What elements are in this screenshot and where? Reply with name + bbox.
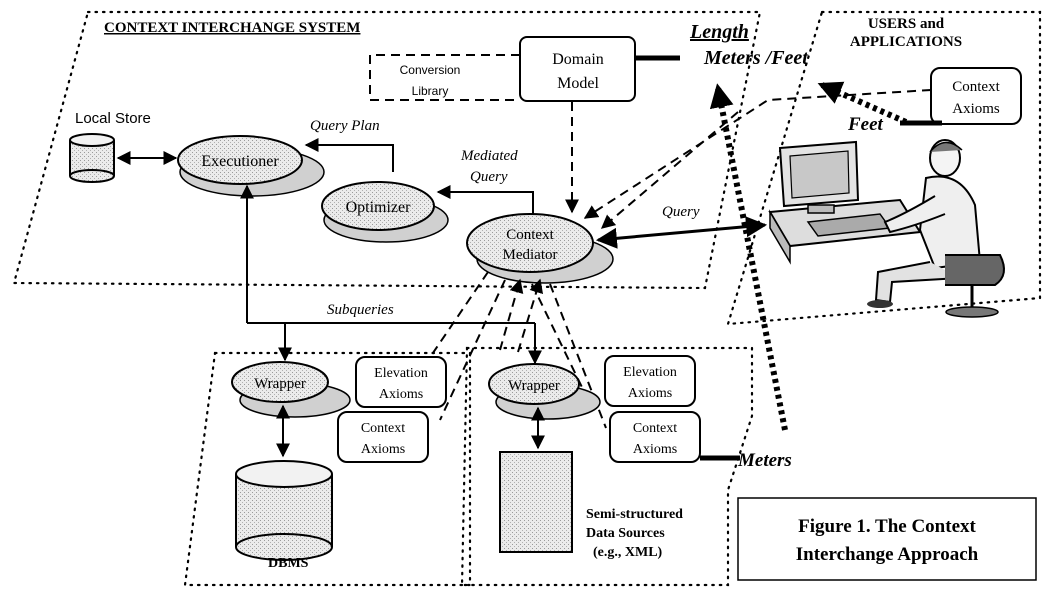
user-workstation-illustration (768, 139, 1005, 318)
wrapper1-node (231, 361, 329, 403)
elevation-axioms1-line2: Axioms (379, 387, 423, 402)
mediated-query-line1: Mediated (460, 148, 518, 164)
optimizer-label: Optimizer (346, 199, 412, 216)
users-applications-region (726, 10, 1042, 326)
feet-label: Feet (847, 114, 884, 135)
length-label: Length (689, 21, 749, 43)
user-context-axioms-box (930, 67, 1022, 125)
wrapper2-label: Wrapper (508, 378, 560, 394)
context-mediator-node (466, 213, 594, 273)
figure-caption-line2: Interchange Approach (796, 544, 979, 565)
sources-to-mediator-up1 (499, 278, 524, 351)
user-context-axioms-line2: Axioms (952, 101, 1000, 117)
meters-label: Meters (737, 450, 792, 471)
figure-caption-line1: Figure 1. The Context (798, 516, 976, 537)
domain-model-line2: Model (557, 75, 599, 92)
semi-structured-document (499, 451, 573, 553)
sources-to-mediator-up2 (517, 278, 544, 353)
domain-model-line1: Domain (552, 51, 604, 68)
context-axioms2-line1: Context (633, 421, 677, 436)
optimizer-to-executioner-arrow (304, 138, 394, 172)
figure-caption-box (737, 497, 1037, 581)
context-mediator-line1: Context (506, 227, 554, 243)
mediator-to-context-axioms1 (439, 279, 506, 421)
wrapper1-label: Wrapper (254, 376, 306, 392)
conversion-library-line1: Conversion (400, 63, 461, 77)
semi-structured-line1: Semi-structured (586, 507, 683, 522)
users-title-line2: APPLICATIONS (850, 34, 962, 50)
context-axioms1-box (337, 411, 429, 463)
units-label: Meters /Feet (703, 47, 809, 69)
elevation-axioms2-line1: Elevation (623, 365, 677, 380)
users-title-line1: USERS and (868, 16, 945, 32)
context-mediator-line2: Mediator (503, 247, 558, 263)
elevation-axioms1-line1: Elevation (374, 366, 428, 381)
mediator-to-optimizer-arrow (436, 185, 534, 215)
conversion-library-outline (369, 54, 520, 101)
conversion-library-line2: Library (412, 84, 449, 98)
local-store-cylinder (69, 133, 115, 183)
query-label: Query (662, 204, 700, 220)
query-arrow (595, 216, 768, 249)
user-context-axioms-line1: Context (952, 79, 1000, 95)
context-axioms1-line2: Axioms (361, 442, 405, 457)
dbms-cylinder (235, 460, 333, 561)
dbms-label: DBMS (268, 556, 309, 571)
executioner-node (177, 135, 303, 185)
meters-to-units-arrow (709, 83, 788, 431)
dbms-source-region (183, 351, 472, 587)
mediator-to-elevation-axioms1 (419, 271, 489, 373)
context-axioms2-line2: Axioms (633, 442, 677, 457)
context-axioms1-line1: Context (361, 421, 405, 436)
context-interchange-region (12, 10, 762, 290)
semi-structured-source-region (460, 346, 754, 587)
subqueries-label: Subqueries (327, 302, 394, 318)
domain-model-box (519, 36, 636, 102)
elevation-axioms1-box (355, 356, 447, 408)
semi-structured-line2: Data Sources (586, 526, 665, 541)
elevation-axioms2-box (604, 355, 696, 407)
context-axioms2-box (609, 411, 701, 463)
mediator-to-elevation-axioms2 (531, 283, 593, 409)
system-title: CONTEXT INTERCHANGE SYSTEM (104, 20, 360, 36)
wrapper2-node (488, 363, 580, 405)
executioner-label: Executioner (201, 153, 279, 170)
mediated-query-line2: Query (470, 169, 508, 185)
query-plan-label: Query Plan (310, 118, 380, 134)
user-axioms-to-mediator-link (583, 89, 932, 219)
optimizer-node (321, 181, 435, 231)
semi-structured-line3: (e.g., XML) (593, 545, 663, 560)
elevation-axioms2-line2: Axioms (628, 386, 672, 401)
local-store-label: Local Store (75, 110, 151, 127)
